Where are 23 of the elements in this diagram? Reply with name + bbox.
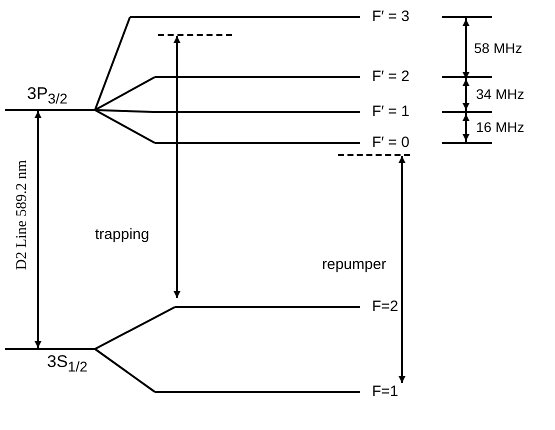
level-label: F′ = 3 [372,8,410,26]
level-label: 3S$_{1/2}$ [47,353,88,376]
splitting-line [94,348,156,393]
splitting-line [94,109,156,113]
virtual-level-line [338,154,410,156]
splitting-line [94,109,156,144]
splitting-line [94,16,131,110]
edge-label: trapping [95,226,150,243]
level-label: F′ = 1 [372,103,410,121]
splitting-line [94,306,176,350]
level-label: F′ = 0 [372,134,410,152]
level-label: F′ = 2 [372,68,410,86]
transition-arrow [398,156,406,383]
level-label: F=2 [372,298,398,316]
transition-arrow [174,36,180,298]
virtual-level-line [158,34,232,36]
frequency-label: 16 MHz [476,119,524,135]
level-label: 3P$_{3/2}$ [27,85,68,108]
frequency-label: 58 MHz [474,40,522,56]
frequency-label: 34 MHz [476,86,524,102]
transition-arrow [34,111,42,348]
level-label: F=1 [372,383,398,401]
splitting-line [94,76,156,111]
